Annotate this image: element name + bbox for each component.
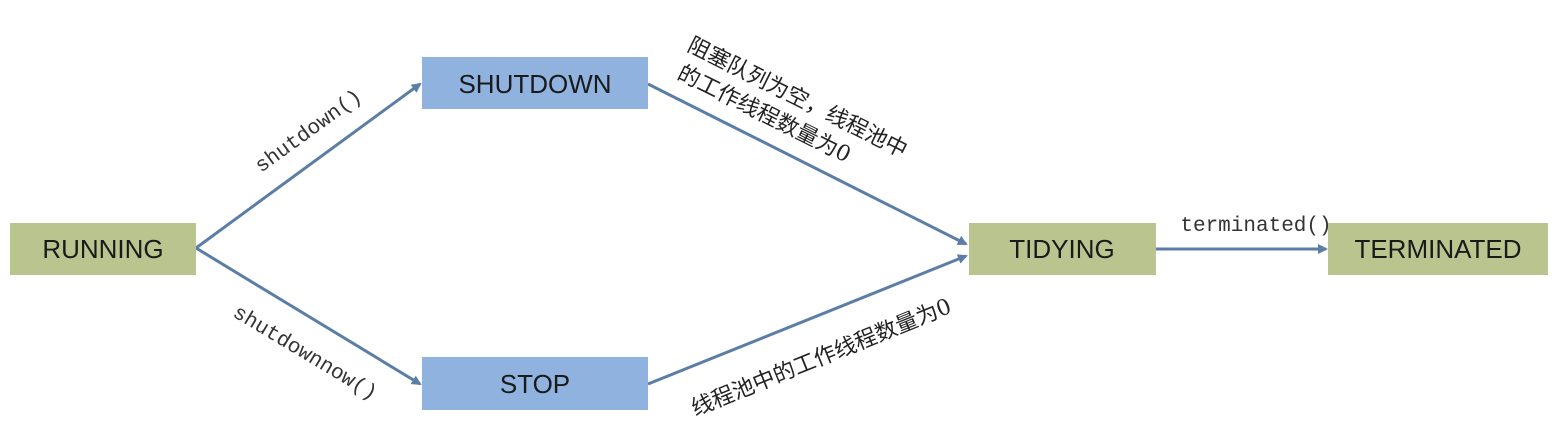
node-running-label: RUNNING [42, 234, 163, 264]
node-terminated-box [1328, 223, 1548, 275]
node-tidying-box [969, 223, 1156, 275]
node-tidying: TIDYING [969, 223, 1156, 275]
node-shutdown-label: SHUTDOWN [458, 69, 611, 99]
node-stop: STOP [422, 357, 648, 410]
node-running: RUNNING [10, 223, 196, 275]
node-running-box [10, 223, 196, 275]
edge-running-to-shutdown [195, 82, 422, 250]
node-shutdown: SHUTDOWN [422, 57, 648, 109]
node-terminated: TERMINATED [1328, 223, 1548, 275]
node-terminated-label: TERMINATED [1354, 234, 1521, 264]
node-tidying-label: TIDYING [1009, 234, 1114, 264]
edge-stop-to-tidying [647, 254, 968, 386]
node-shutdown-box [422, 57, 648, 109]
node-stop-box [422, 357, 648, 410]
edge-running-to-stop [195, 246, 422, 386]
edge-label-terminated: terminated() [1180, 215, 1331, 238]
node-stop-label: STOP [500, 369, 570, 399]
edge-shutdown-to-tidying [647, 82, 968, 246]
edge-label-shutdownnow: shutdownnow() [228, 302, 380, 406]
